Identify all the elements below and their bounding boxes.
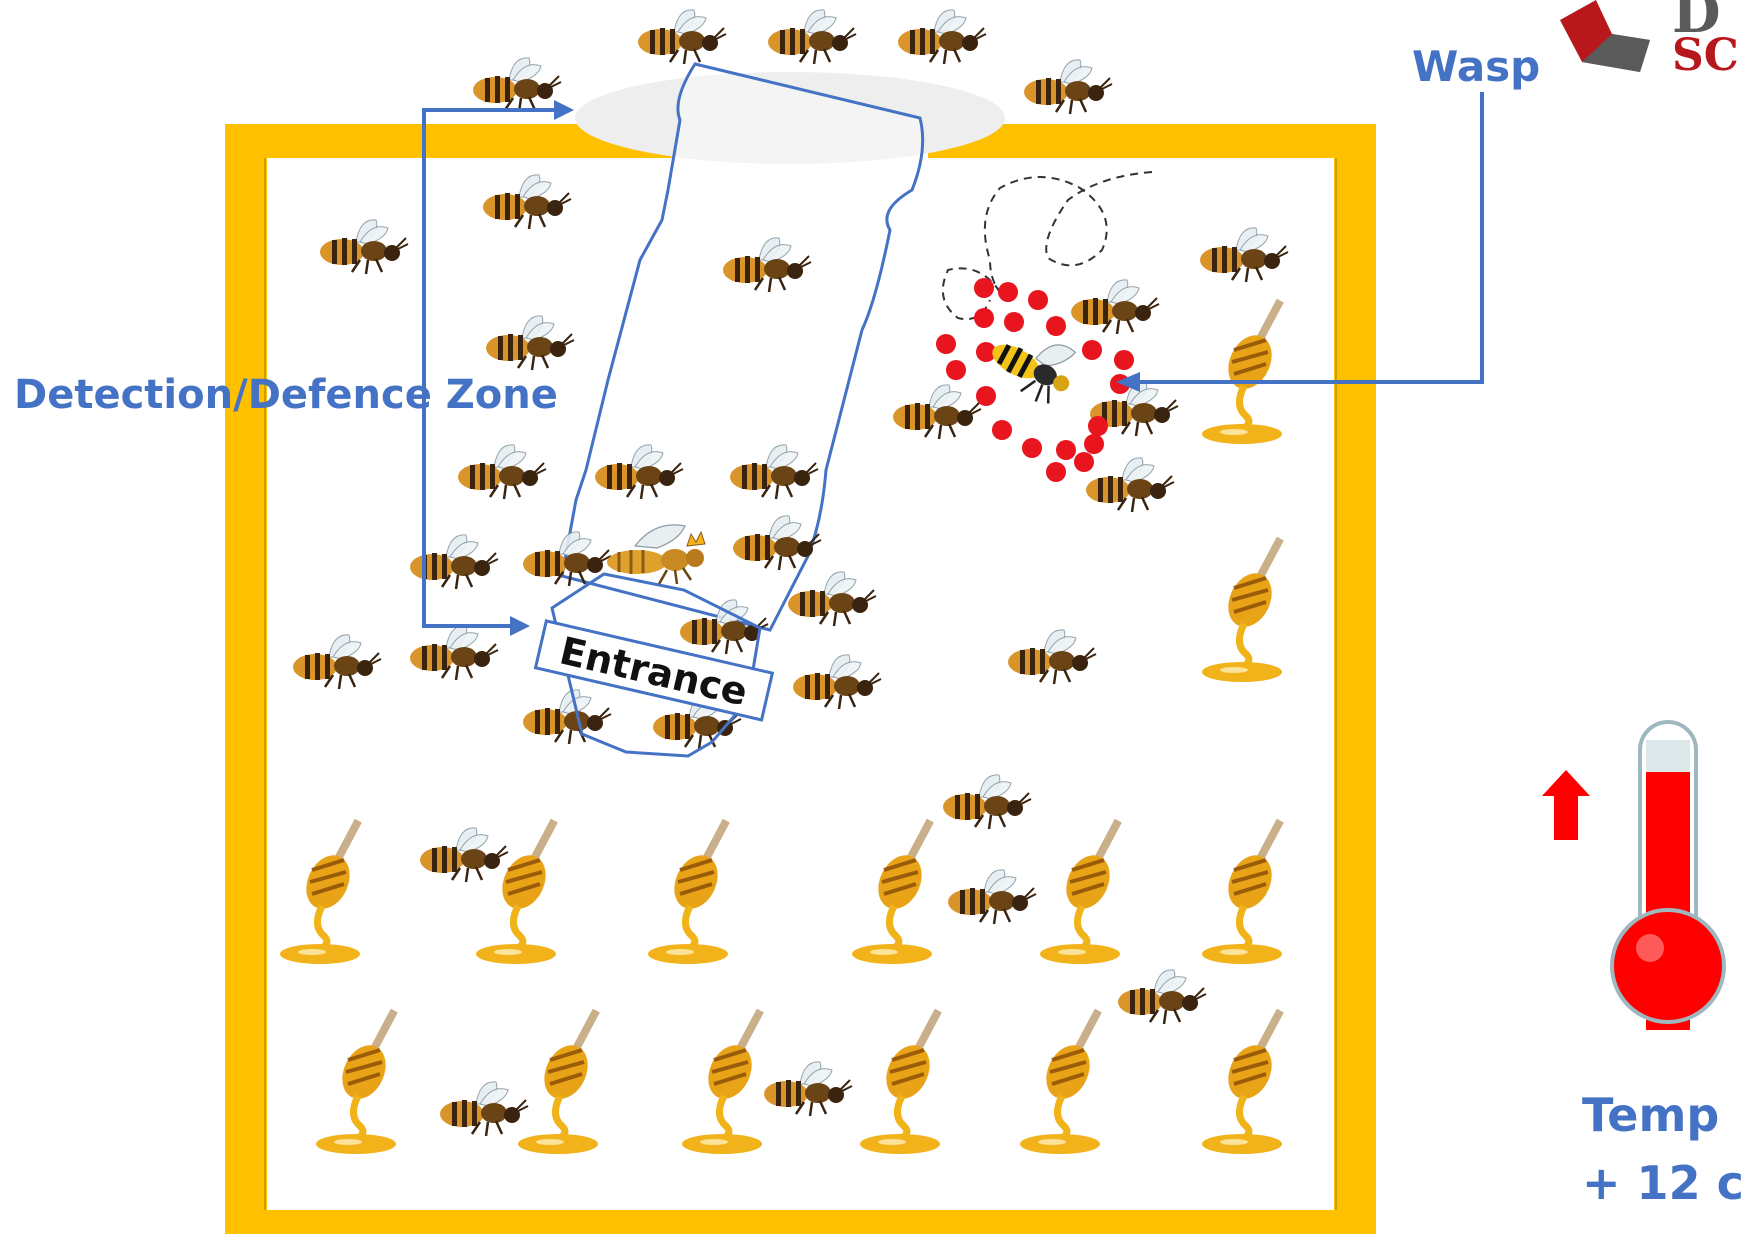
- hive-frame: [225, 124, 1376, 1234]
- heat-ball-dots: [936, 278, 1134, 482]
- honey-dipper-icon: [280, 819, 362, 964]
- honey-bee-icon: [1022, 58, 1114, 116]
- logo-text-top: D: [1672, 0, 1721, 46]
- honey-bee-icon: [481, 173, 573, 231]
- honey-bee-icon: [408, 624, 500, 682]
- honey-bee-icon: [291, 633, 383, 691]
- honey-bee-icon: [891, 383, 983, 441]
- honey-bee-icon: [471, 56, 563, 114]
- wasp-icon: [992, 344, 1077, 404]
- honey-bee-icon: [786, 570, 878, 628]
- wasp-pointer: [1136, 92, 1484, 384]
- honey-bee-icon: [762, 1060, 854, 1118]
- temp-label: Temp: [1582, 1088, 1720, 1142]
- honey-dipper-icon: [316, 1009, 398, 1154]
- queen-bee-icon: [607, 524, 706, 585]
- honey-dipper-icon: [1202, 299, 1284, 444]
- honey-bee-icon: [941, 773, 1033, 831]
- logo-text-bottom: SC: [1672, 30, 1739, 81]
- arrow-to-wasp: [1116, 372, 1140, 392]
- honey-bee-icon: [438, 1080, 530, 1138]
- detection-zone-bracket: [422, 108, 562, 628]
- up-arrow-icon: [1542, 770, 1590, 840]
- hive-opening-shadow: [575, 72, 1005, 164]
- honey-bee-icon: [1084, 456, 1176, 514]
- honey-bee-icon: [791, 653, 883, 711]
- detection-zone-label: Detection/Defence Zone: [14, 372, 558, 418]
- honey-bee-icon: [318, 218, 410, 276]
- honey-bee-icon: [456, 443, 548, 501]
- honey-dipper-icon: [1202, 537, 1284, 682]
- thermometer-icon: [1610, 720, 1726, 1030]
- honey-dipper-icon: [1020, 1009, 1102, 1154]
- honey-bee-icon: [636, 8, 728, 66]
- honey-bee-icon: [484, 314, 576, 372]
- wasp-label: Wasp: [1412, 42, 1541, 91]
- honey-bee-icon: [946, 868, 1038, 926]
- arrow-to-entrance: [510, 616, 530, 636]
- honey-dipper-icon: [518, 1009, 600, 1154]
- honey-dipper-icon: [682, 1009, 764, 1154]
- honey-dipper-icon: [476, 819, 558, 964]
- temp-value: + 12 c: [1582, 1156, 1744, 1210]
- honey-bee-icon: [766, 8, 858, 66]
- honey-bee-icon: [1116, 968, 1208, 1026]
- honey-bee-icon: [896, 8, 988, 66]
- honey-bee-icon: [521, 688, 613, 746]
- honey-dipper-icon: [1040, 819, 1122, 964]
- honey-bee-icon: [1006, 628, 1098, 686]
- honey-bee-icon: [1198, 226, 1290, 284]
- honey-dipper-icon: [648, 819, 730, 964]
- arrow-to-top-opening: [554, 100, 574, 120]
- honey-dipper-icon: [1202, 819, 1284, 964]
- honey-dipper-icon: [860, 1009, 942, 1154]
- logo: [1560, 0, 1650, 72]
- honey-dipper-icon: [852, 819, 934, 964]
- honey-dipper-icon: [1202, 1009, 1284, 1154]
- honey-bee-icon: [1069, 278, 1161, 336]
- honey-bee-icon: [418, 826, 510, 884]
